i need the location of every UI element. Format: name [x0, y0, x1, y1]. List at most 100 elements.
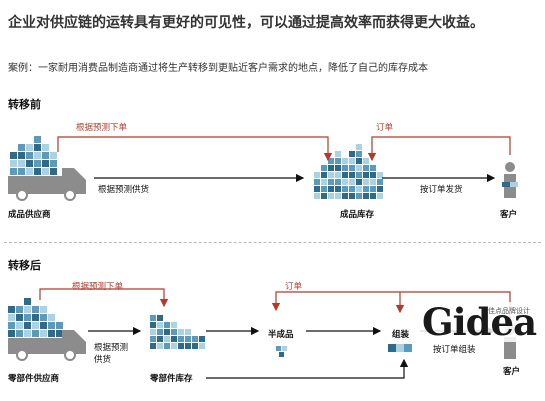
stock-block	[56, 322, 63, 329]
stock-block	[192, 336, 198, 342]
before-order-label: 订单	[376, 123, 394, 133]
stock-block	[335, 158, 341, 164]
page-title: 企业对供应链的运转具有更好的可见性，可以通过提高效率而获得更大收益。	[8, 15, 484, 31]
stock-block	[328, 165, 334, 171]
stock-block	[24, 330, 31, 337]
after-parts-truck	[8, 298, 86, 361]
stock-block	[8, 306, 15, 313]
parts-supplier-label: 零部件供应商	[8, 374, 60, 384]
stock-block	[335, 172, 341, 178]
stock-block	[342, 158, 348, 164]
stock-block	[349, 186, 355, 192]
stock-block	[363, 186, 369, 192]
stock-block	[18, 144, 25, 151]
stock-block	[164, 329, 170, 335]
stock-block	[157, 336, 163, 342]
stock-block	[335, 179, 341, 185]
stock-block	[8, 322, 15, 329]
stock-block	[34, 168, 41, 175]
after-heading: 转移后	[8, 259, 41, 272]
stock-block	[16, 322, 23, 329]
stock-block	[335, 193, 341, 199]
stock-block	[349, 165, 355, 171]
before-supplier-truck	[8, 136, 86, 201]
stock-block	[356, 144, 362, 150]
after-supply-label-2: 供货	[94, 355, 112, 365]
gidea-tagline: 佳点品牌设计	[488, 307, 530, 315]
stock-block	[32, 314, 39, 321]
stock-block	[328, 172, 334, 178]
before-customer-label: 客户	[500, 210, 518, 220]
stock-block	[328, 193, 334, 199]
stock-block	[34, 144, 41, 151]
stock-block	[370, 186, 376, 192]
after-order-label: 订单	[285, 282, 303, 292]
stock-block	[349, 179, 355, 185]
stock-block	[349, 193, 355, 199]
stock-block	[157, 343, 163, 349]
stock-block	[356, 165, 362, 171]
stock-block	[32, 306, 39, 313]
stock-block	[56, 330, 63, 337]
stock-block	[24, 314, 31, 321]
stock-block	[42, 152, 49, 159]
stock-block	[50, 152, 57, 159]
assembly-label: 组装	[392, 330, 410, 340]
stock-block	[328, 158, 334, 164]
after-supply-label-1: 根据预测	[94, 343, 129, 353]
stock-block	[342, 179, 348, 185]
before-inventory-label: 成品库存	[340, 210, 375, 220]
stock-block	[26, 168, 33, 175]
stock-block	[40, 314, 47, 321]
stock-block	[314, 179, 320, 185]
stock-block	[26, 152, 33, 159]
stock-block	[48, 314, 55, 321]
stock-block	[32, 322, 39, 329]
before-forecast-order-label: 根据预测下单	[76, 123, 128, 133]
stock-block	[48, 330, 55, 337]
stock-block	[321, 172, 327, 178]
stock-block	[8, 330, 15, 337]
stock-block	[18, 168, 25, 175]
stock-block	[356, 158, 362, 164]
stock-block	[321, 179, 327, 185]
stock-block	[16, 306, 23, 313]
section-divider	[4, 242, 541, 243]
gidea-logo: Gidea	[420, 300, 539, 344]
stock-block	[48, 322, 55, 329]
stock-block	[185, 336, 191, 342]
stock-block	[199, 336, 205, 342]
stock-block	[42, 160, 49, 167]
stock-block	[342, 193, 348, 199]
case-description: 案例：一家耐用消费品制造商通过将生产转移到更贴近客户需求的地点，降低了自己的库存…	[8, 63, 428, 74]
after-order-arrow-left	[271, 291, 400, 312]
stock-block	[171, 322, 177, 328]
before-forecast-order-arrow	[57, 136, 333, 162]
before-heading: 转移前	[8, 98, 41, 111]
stock-block	[16, 330, 23, 337]
stock-block	[314, 193, 320, 199]
stock-block	[321, 193, 327, 199]
stock-block	[171, 343, 177, 349]
stock-block	[178, 329, 184, 335]
parts-to-assembly-arrow	[206, 358, 409, 379]
after-parts-inventory-stack	[150, 315, 205, 349]
before-supply-label: 根据预测供货	[98, 185, 150, 195]
stock-block	[10, 160, 17, 167]
stock-block	[185, 343, 191, 349]
stock-block	[40, 330, 47, 337]
semi-finished-label: 半成品	[268, 330, 294, 340]
before-supplier-label: 成品供应商	[8, 210, 51, 220]
stock-block	[10, 152, 17, 159]
stock-block	[164, 322, 170, 328]
stock-block	[363, 165, 369, 171]
stock-block	[342, 172, 348, 178]
stock-block	[356, 193, 362, 199]
stock-block	[178, 343, 184, 349]
stock-block	[18, 160, 25, 167]
stock-block	[342, 186, 348, 192]
stock-block	[157, 329, 163, 335]
stock-block	[42, 144, 49, 151]
stock-block	[192, 343, 198, 349]
